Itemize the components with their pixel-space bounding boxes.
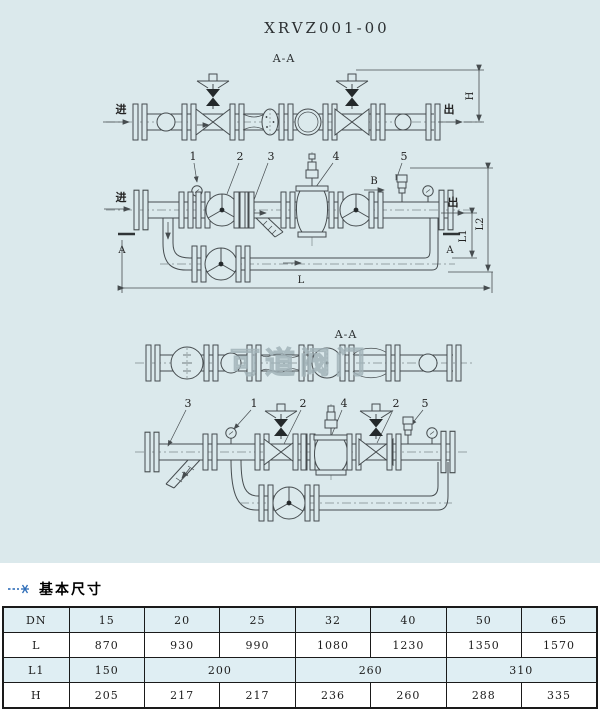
y-strainer <box>255 217 284 238</box>
dimension-cell: 25 <box>219 606 296 633</box>
part-number: 2 <box>393 397 400 410</box>
dimension-cell: 20 <box>143 606 221 633</box>
section-cut-left: A <box>117 232 135 256</box>
svg-text:L: L <box>298 275 305 286</box>
drawing-title: XRVZ001-00 <box>264 19 389 37</box>
dimension-l: L <box>117 240 491 293</box>
row-label: H <box>2 682 70 709</box>
wheel-valve-2 <box>339 191 384 229</box>
part-number: 5 <box>401 150 408 163</box>
globe-valve-1 <box>195 73 231 136</box>
fitting-circle-2 <box>418 353 438 373</box>
dimension-cell: 1230 <box>370 632 447 658</box>
view-top-side: 进 出 H <box>103 64 484 141</box>
inlet-label: 进 <box>116 190 127 204</box>
b-view-label: B <box>370 176 377 187</box>
part-number: 1 <box>190 150 197 163</box>
part-callouts-view4: 3 1 2 4 2 5 <box>167 397 429 450</box>
dimension-cell: 65 <box>521 606 598 633</box>
pressure-gauge-1 <box>225 427 237 445</box>
watermark: 可道阀门 <box>230 347 370 380</box>
dimension-h: H <box>356 64 484 123</box>
part-number: 3 <box>268 150 275 163</box>
dimension-cell: 260 <box>294 657 447 683</box>
part-callouts-view2: 1 2 3 4 5 <box>190 150 408 201</box>
pipe-fitting-circle <box>294 108 322 136</box>
globe-valve-2 <box>334 73 370 136</box>
dimension-l1: L1 <box>452 207 477 259</box>
pressure-gauge-2 <box>426 427 438 445</box>
dimension-cell: 236 <box>294 682 372 709</box>
part-number: 2 <box>300 397 307 410</box>
part-number: 2 <box>237 150 244 163</box>
dimension-cell: 1350 <box>445 632 523 658</box>
valve-section-circle <box>311 347 343 379</box>
dimension-cell: 217 <box>143 682 221 709</box>
dimension-cell: 150 <box>68 657 145 683</box>
part-number: 3 <box>185 397 192 410</box>
part-number: 1 <box>251 397 258 410</box>
part-number: 4 <box>333 150 340 163</box>
dimension-cell: 200 <box>143 657 296 683</box>
part-number: 4 <box>341 397 348 410</box>
inlet-label: 进 <box>116 102 127 116</box>
section-label-top: A-A <box>272 52 296 65</box>
sight-glass <box>156 112 176 132</box>
pressure-gauge-2 <box>422 185 434 203</box>
test-cock <box>396 174 408 203</box>
dimension-cell: 990 <box>219 632 296 658</box>
dimension-cell: 870 <box>68 632 145 658</box>
control-valve <box>300 405 362 476</box>
svg-text:L1: L1 <box>458 229 469 242</box>
dimension-cell: 260 <box>370 682 447 709</box>
sight-disc <box>170 346 204 380</box>
orifice-plate <box>261 108 279 136</box>
sight-glass-2 <box>394 113 412 131</box>
technical-drawing: XRVZ001-00 A-A 进 出 <box>103 19 493 522</box>
section-heading: 基本尺寸 <box>39 581 103 597</box>
svg-text:H: H <box>465 91 476 100</box>
dimension-cell: 1080 <box>294 632 372 658</box>
dimension-cell: 1570 <box>521 632 598 658</box>
row-label: L1 <box>2 657 70 683</box>
part-number: 5 <box>422 397 429 410</box>
row-label: DN <box>2 606 70 633</box>
bypass-line <box>160 218 455 283</box>
svg-text:A: A <box>445 245 454 256</box>
svg-text:L2: L2 <box>475 217 486 230</box>
view-main-front: 进 <box>104 152 493 293</box>
y-strainer <box>165 459 201 489</box>
row-label: L <box>2 632 70 658</box>
dimension-cell: 335 <box>521 682 598 709</box>
section-heading-row: 基本尺寸 <box>0 563 600 606</box>
test-cock <box>402 416 414 445</box>
dimension-l2: L2 <box>410 162 493 293</box>
dimension-cell: 288 <box>445 682 523 709</box>
dimension-cell: 205 <box>68 682 145 709</box>
outlet-label: 出 <box>444 102 455 116</box>
section-label-mid: A-A <box>334 328 358 341</box>
section-cut-right: A <box>443 232 460 256</box>
dimension-cell: 930 <box>143 632 221 658</box>
dimension-cell: 32 <box>294 606 372 633</box>
dimension-cell: 15 <box>68 606 145 633</box>
control-valve <box>295 153 329 238</box>
outlet-label: 出 <box>448 195 459 209</box>
bypass-line <box>230 459 452 522</box>
dimension-cell: 217 <box>219 682 296 709</box>
arrow-bullet-icon <box>8 584 29 594</box>
dimension-cell: 50 <box>445 606 523 633</box>
drawing-sheet: XRVZ001-00 A-A 进 出 <box>0 0 600 563</box>
fitting-circle <box>220 352 242 374</box>
view-front-2 <box>135 403 470 522</box>
dimension-cell: 40 <box>370 606 447 633</box>
view-section-aa <box>135 344 472 382</box>
dimension-cell: 310 <box>445 657 598 683</box>
